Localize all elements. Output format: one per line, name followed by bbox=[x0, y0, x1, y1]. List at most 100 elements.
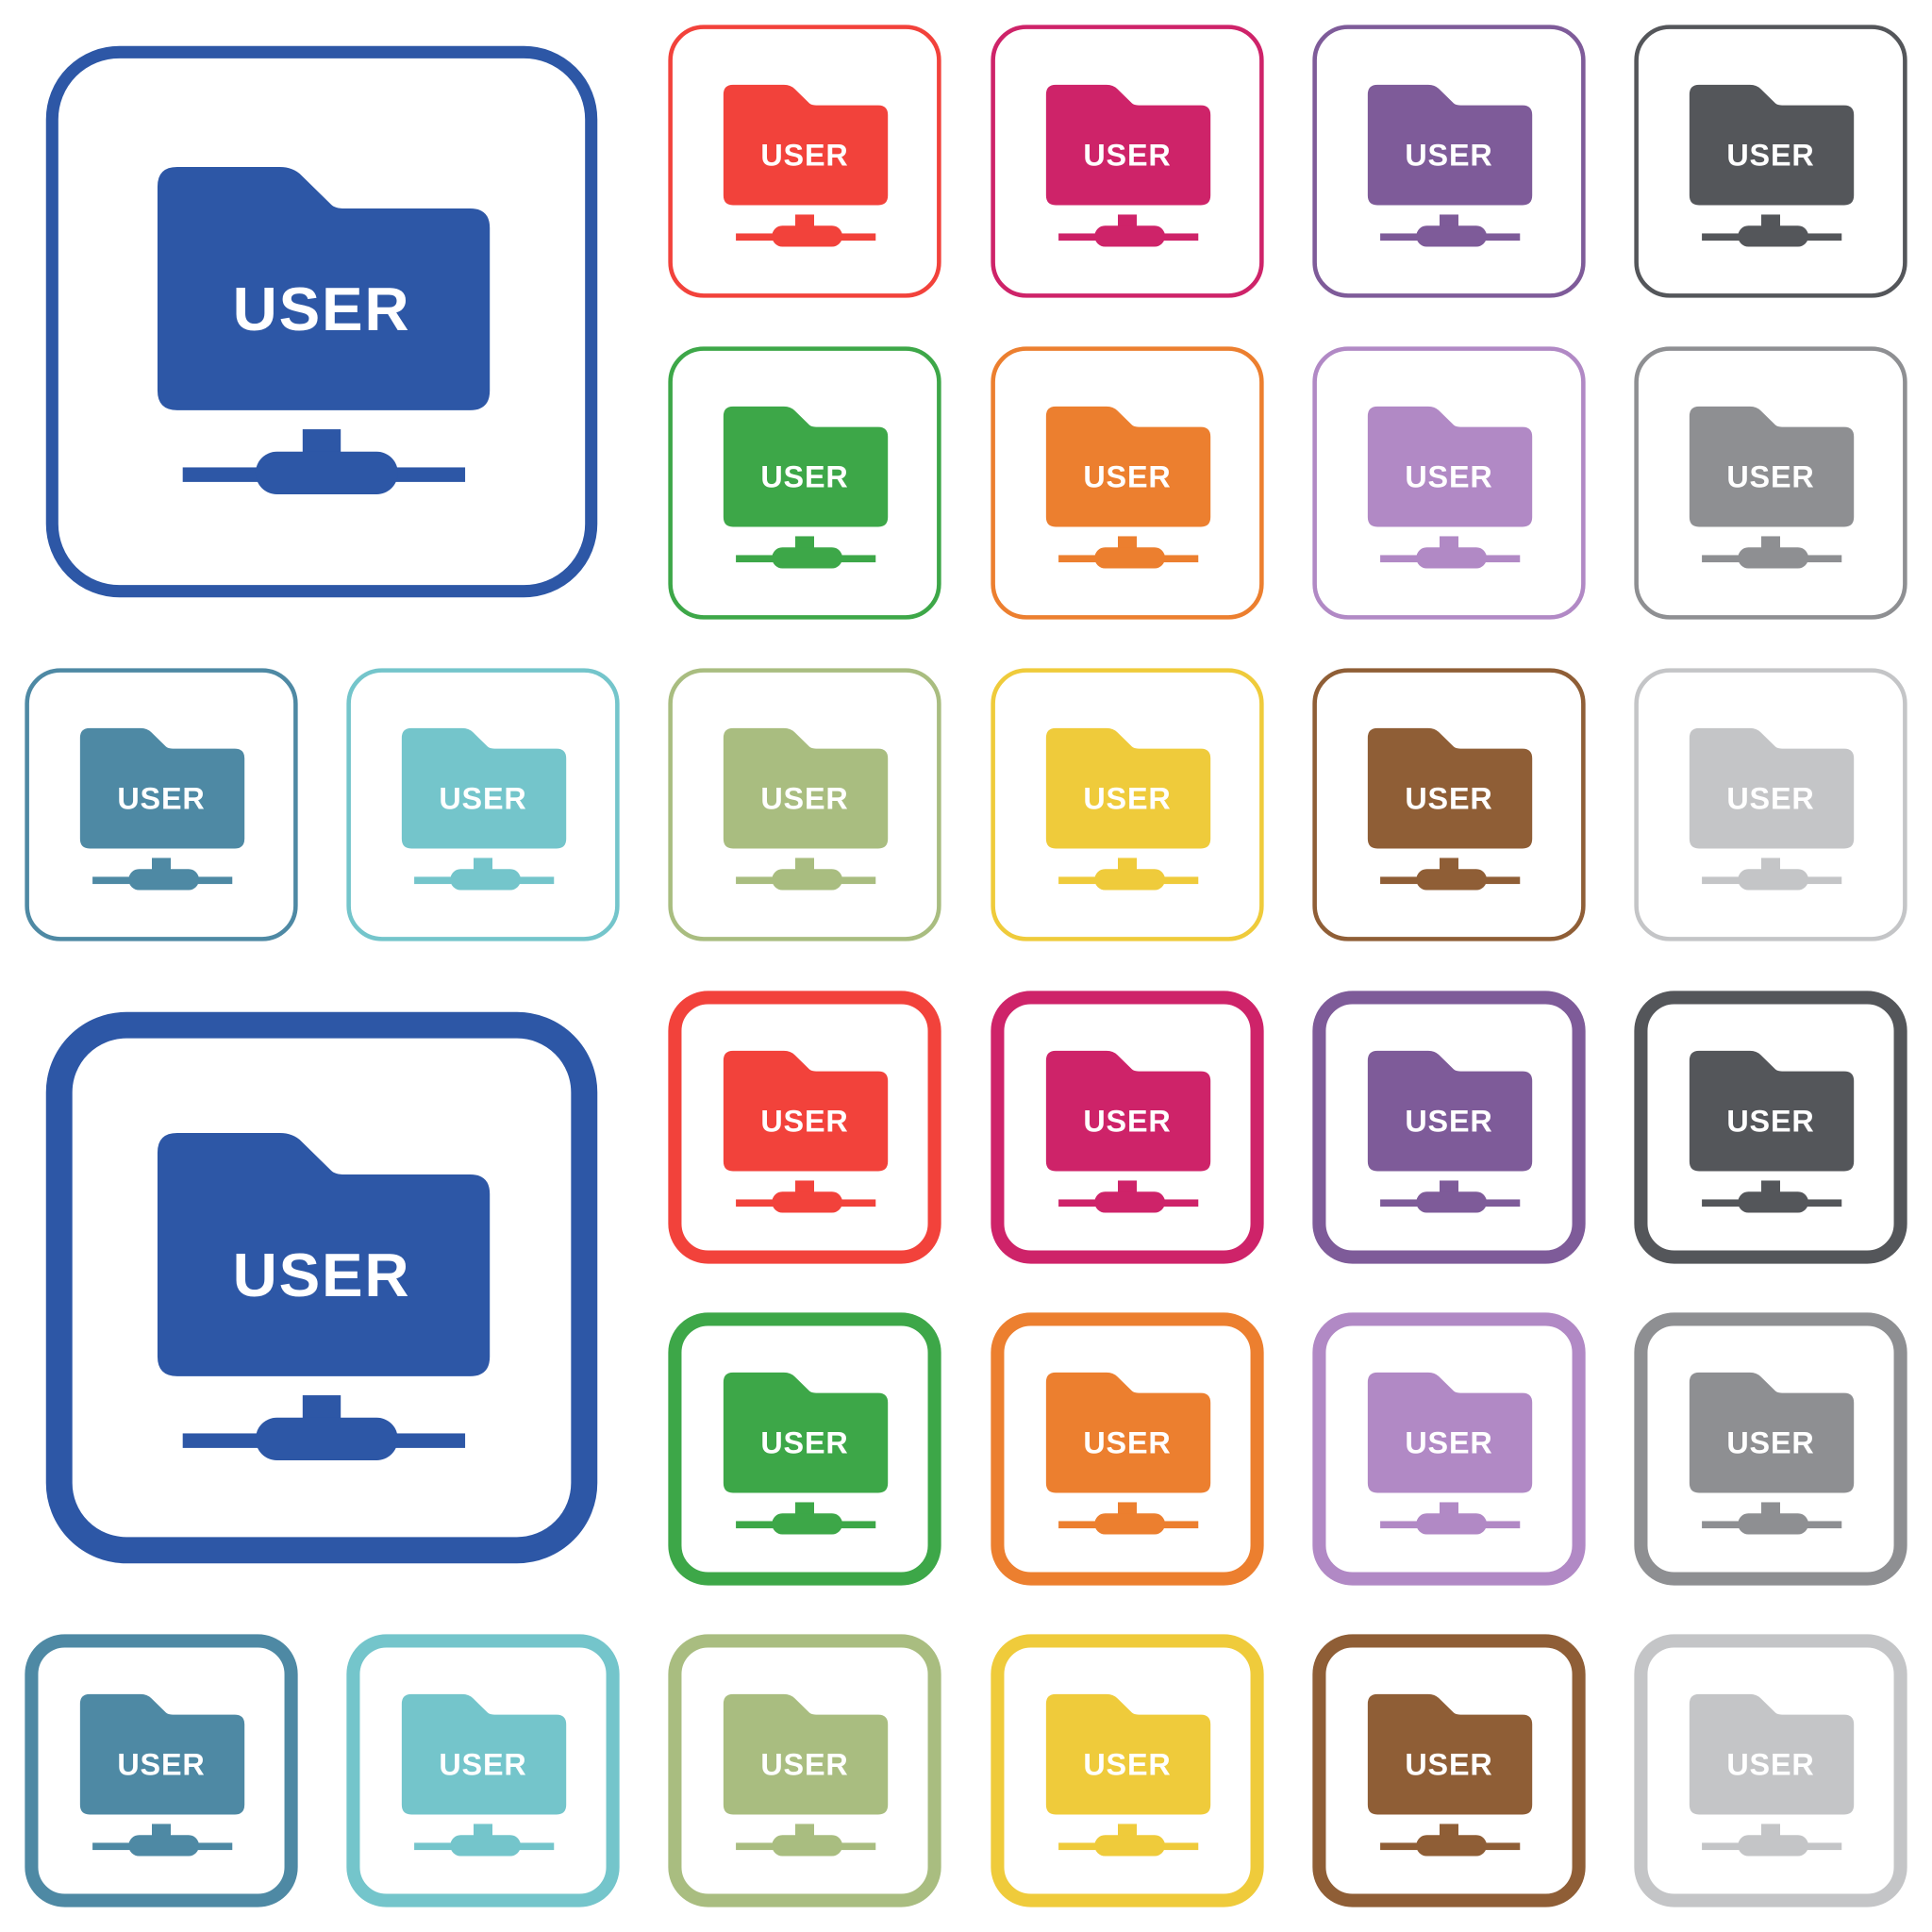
user-label: USER bbox=[1083, 1104, 1171, 1138]
ftp-user-icon: USER bbox=[346, 668, 620, 941]
rounded-square-frame bbox=[991, 346, 1264, 620]
folder-network-glyph: USER bbox=[1367, 1050, 1533, 1213]
folder-network-glyph: USER bbox=[724, 84, 889, 247]
folder-icon bbox=[79, 1694, 244, 1815]
network-connector bbox=[450, 1835, 521, 1857]
ftp-user-icon: USER bbox=[1312, 668, 1586, 941]
network-connector bbox=[1416, 1191, 1487, 1213]
user-label: USER bbox=[1405, 459, 1492, 493]
ftp-user-icon-olive-green-thick: USER bbox=[666, 1632, 943, 1909]
ftp-user-icon-red-thick: USER bbox=[666, 989, 943, 1266]
ftp-user-icon: USER bbox=[1312, 991, 1586, 1264]
ftp-user-icon-pink-thick: USER bbox=[989, 989, 1266, 1266]
ftp-user-icon: USER bbox=[991, 668, 1264, 941]
ftp-user-icon-green-thin: USER bbox=[666, 344, 943, 622]
folder-network-glyph: USER bbox=[1367, 728, 1533, 891]
ftp-user-icon-teal-thin: USER bbox=[344, 666, 622, 943]
rounded-square-frame bbox=[1312, 346, 1586, 620]
ftp-user-icon-light-purple-thin: USER bbox=[1310, 344, 1588, 622]
user-label: USER bbox=[1083, 1748, 1171, 1782]
folder-network-glyph: USER bbox=[79, 1694, 244, 1857]
network-connector bbox=[772, 1513, 843, 1535]
ftp-user-icon-pink-thin: USER bbox=[989, 23, 1266, 300]
rounded-square-frame bbox=[346, 1634, 620, 1907]
ftp-user-icon-brown-thin: USER bbox=[1310, 666, 1588, 943]
folder-network-glyph: USER bbox=[1045, 406, 1210, 569]
network-connector bbox=[1093, 225, 1165, 247]
folder-icon bbox=[1690, 1050, 1855, 1172]
ftp-user-icon: USER bbox=[1312, 1312, 1586, 1586]
network-connector bbox=[1416, 225, 1487, 247]
rounded-square-frame bbox=[1312, 25, 1586, 298]
folder-icon bbox=[79, 728, 244, 849]
ftp-user-icon: USER bbox=[25, 668, 298, 941]
folder-network-glyph: USER bbox=[724, 1694, 889, 1857]
rounded-square-frame bbox=[991, 1634, 1264, 1907]
network-connector bbox=[772, 1191, 843, 1213]
ftp-user-icon-dark-gray-thin: USER bbox=[1632, 23, 1909, 300]
network-connector bbox=[1093, 1191, 1165, 1213]
ftp-user-icon: USER bbox=[1634, 346, 1907, 620]
user-label: USER bbox=[1405, 1104, 1492, 1138]
folder-icon bbox=[1690, 84, 1855, 206]
folder-network-glyph: USER bbox=[1045, 1694, 1210, 1857]
user-label: USER bbox=[1405, 1425, 1492, 1459]
network-connector bbox=[1093, 1513, 1165, 1535]
folder-icon bbox=[724, 1050, 889, 1172]
network-connector bbox=[772, 1835, 843, 1857]
ftp-user-icon-orange-thin: USER bbox=[989, 344, 1266, 622]
network-connector bbox=[1738, 1191, 1809, 1213]
user-label: USER bbox=[1083, 138, 1171, 172]
folder-network-glyph: USER bbox=[1367, 406, 1533, 569]
ftp-user-icon-olive-green-thin: USER bbox=[666, 666, 943, 943]
ftp-user-icon-steel-blue-thin: USER bbox=[23, 666, 300, 943]
user-label: USER bbox=[761, 1104, 849, 1138]
rounded-square-frame bbox=[991, 1312, 1264, 1586]
ftp-user-icon-purple-thin: USER bbox=[1310, 23, 1588, 300]
folder-icon bbox=[1690, 1372, 1855, 1493]
user-label: USER bbox=[761, 782, 849, 816]
folder-network-glyph: USER bbox=[1367, 1694, 1533, 1857]
folder-network-glyph: USER bbox=[724, 1050, 889, 1213]
user-label: USER bbox=[1727, 138, 1815, 172]
user-label: USER bbox=[1727, 782, 1815, 816]
user-label: USER bbox=[761, 138, 849, 172]
ftp-user-icon-light-purple-thick: USER bbox=[1310, 1310, 1588, 1588]
folder-icon bbox=[1690, 1694, 1855, 1815]
folder-icon bbox=[1045, 84, 1210, 206]
folder-icon bbox=[1045, 406, 1210, 527]
user-label: USER bbox=[117, 782, 205, 816]
folder-icon bbox=[724, 1372, 889, 1493]
folder-network-glyph: USER bbox=[1045, 728, 1210, 891]
ftp-user-icon: USER bbox=[991, 991, 1264, 1264]
folder-icon bbox=[1367, 728, 1533, 849]
ftp-user-icon-yellow-thick: USER bbox=[989, 1632, 1266, 1909]
rounded-square-frame bbox=[1634, 1634, 1907, 1907]
ftp-user-icon-brown-thick: USER bbox=[1310, 1632, 1588, 1909]
user-label: USER bbox=[1083, 1425, 1171, 1459]
ftp-user-icon-steel-blue-thick: USER bbox=[23, 1632, 300, 1909]
user-label: USER bbox=[1727, 459, 1815, 493]
ftp-user-icon-teal-thick: USER bbox=[344, 1632, 622, 1909]
folder-icon bbox=[1045, 1050, 1210, 1172]
user-label: USER bbox=[1405, 138, 1492, 172]
user-label: USER bbox=[439, 1748, 526, 1782]
folder-network-glyph: USER bbox=[1690, 1372, 1855, 1535]
ftp-user-icon: USER bbox=[1634, 668, 1907, 941]
ftp-user-icon-blue-large-thick: USER bbox=[42, 1008, 602, 1568]
ftp-user-icon: USER bbox=[1634, 25, 1907, 298]
ftp-user-icon-red-thin: USER bbox=[666, 23, 943, 300]
user-label: USER bbox=[1727, 1425, 1815, 1459]
ftp-user-icon: USER bbox=[991, 1634, 1264, 1907]
network-connector bbox=[1738, 1513, 1809, 1535]
rounded-square-frame bbox=[991, 991, 1264, 1264]
ftp-user-icon-light-gray-thin: USER bbox=[1632, 666, 1909, 943]
folder-network-glyph: USER bbox=[1690, 728, 1855, 891]
network-connector bbox=[1738, 225, 1809, 247]
folder-network-glyph: USER bbox=[724, 1372, 889, 1535]
network-connector bbox=[1093, 547, 1165, 569]
ftp-user-icon: USER bbox=[1312, 1634, 1586, 1907]
ftp-user-icon: USER bbox=[668, 25, 941, 298]
folder-network-glyph: USER bbox=[724, 728, 889, 891]
rounded-square-frame bbox=[668, 991, 941, 1264]
